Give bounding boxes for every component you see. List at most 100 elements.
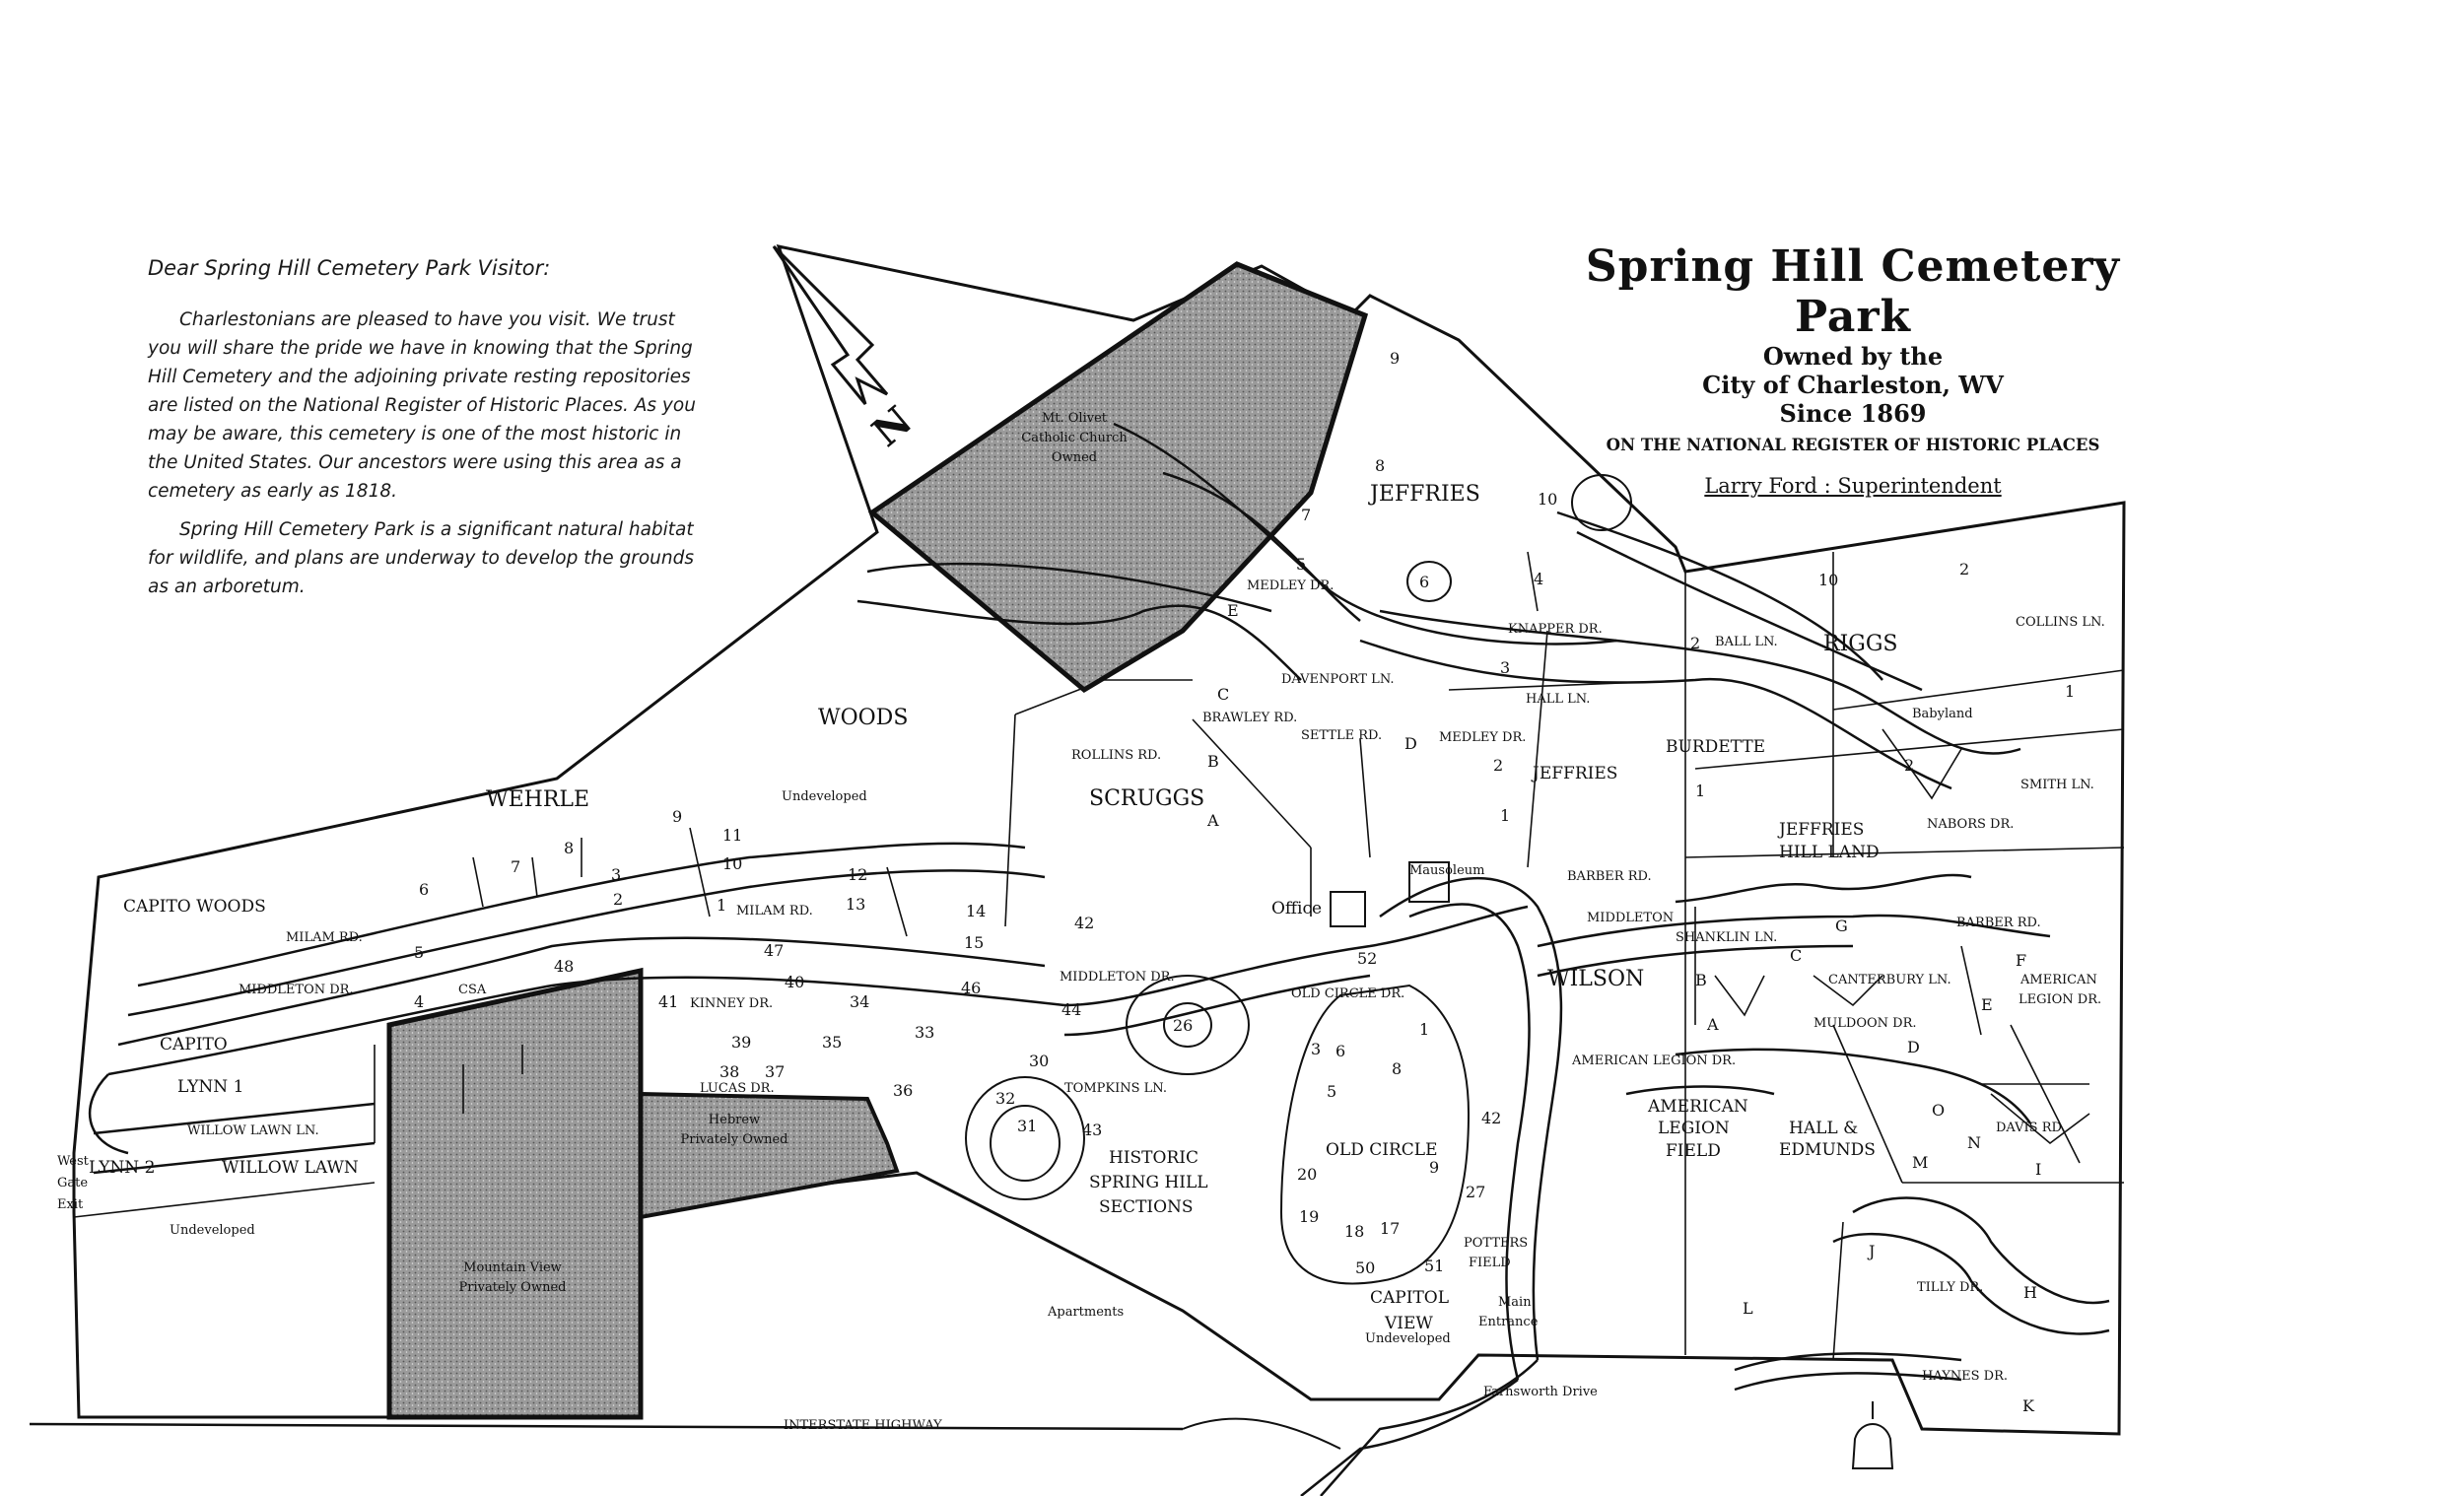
road-label: MILAM RD. <box>286 930 363 945</box>
capitol-dome-icon <box>1851 1401 1894 1469</box>
road-label: DAVENPORT LN. <box>1281 672 1395 687</box>
section-number: 27 <box>1466 1183 1485 1201</box>
section-number: 7 <box>511 857 520 876</box>
section-label: RIGGS <box>1823 632 1897 656</box>
road-label: KINNEY DR. <box>690 996 773 1011</box>
road-label: HALL LN. <box>1526 692 1590 707</box>
place-label: Undeveloped <box>782 789 867 804</box>
section-label: BURDETTE <box>1666 737 1765 757</box>
section-number: 31 <box>1017 1117 1037 1135</box>
mt-olivet-label-2: Catholic Church <box>1021 431 1128 445</box>
section-numbers: 9 8 10 7 5 6 4 3 2 10 2 1 2 2 1 1 9 11 1… <box>414 349 2075 1277</box>
place-label: West <box>57 1154 90 1169</box>
circle-features <box>965 474 1632 1285</box>
section-number: 42 <box>1074 914 1094 932</box>
superintendent-text: Larry Ford : Superintendent <box>1704 474 2002 498</box>
road-label: MEDLEY DR. <box>1247 578 1334 593</box>
road-label: MIDDLETON <box>1587 911 1674 925</box>
section-lines <box>73 551 2125 1361</box>
section-label: LYNN 2 <box>89 1158 155 1178</box>
section-number: 13 <box>846 895 865 914</box>
section-number: 9 <box>1429 1158 1439 1177</box>
section-number: 10 <box>722 854 742 873</box>
section-number: 35 <box>822 1033 842 1052</box>
mt-olivet-label-1: Mt. Olivet <box>1042 411 1108 426</box>
section-letter: C <box>1790 946 1802 965</box>
section-letter: A <box>1206 811 1219 830</box>
place-label: Exit <box>57 1197 84 1212</box>
road-label: Farnsworth Drive <box>1483 1385 1598 1399</box>
place-label: Office <box>1271 899 1322 918</box>
section-number: 3 <box>1311 1040 1321 1058</box>
section-letter: H <box>2023 1283 2037 1302</box>
mountain-view-label-1: Mountain View <box>463 1260 562 1275</box>
place-label: FIELD <box>1469 1256 1511 1270</box>
road-label: BALL LN. <box>1715 635 1778 649</box>
section-number: 52 <box>1357 949 1377 968</box>
section-label: JEFFRIES <box>1777 820 1864 840</box>
road-label: TOMPKINS LN. <box>1064 1081 1167 1096</box>
mountain-view-label-2: Privately Owned <box>459 1280 567 1295</box>
section-number: 1 <box>1500 806 1510 825</box>
place-label: CSA <box>458 983 487 997</box>
section-number: 51 <box>1424 1257 1444 1275</box>
section-number: 8 <box>1375 456 1385 475</box>
section-number: 46 <box>961 979 981 997</box>
visitor-letter: Dear Spring Hill Cemetery Park Visitor: … <box>148 256 710 611</box>
section-letter: M <box>1912 1153 1928 1172</box>
place-label: Apartments <box>1047 1305 1124 1320</box>
section-letter: E <box>1981 995 1993 1014</box>
section-label: WILLOW LAWN <box>222 1158 359 1178</box>
sub-section-letters: E C B A D G F C B A E D O N M I J L H K <box>1206 601 2041 1415</box>
place-label: Undeveloped <box>1365 1331 1451 1346</box>
section-letter: B <box>1695 971 1707 989</box>
section-number: 10 <box>1538 490 1557 509</box>
road-label: CANTERBURY LN. <box>1828 973 1951 987</box>
section-letter: D <box>1907 1038 1920 1056</box>
section-number: 2 <box>1904 756 1914 775</box>
section-number: 1 <box>2065 682 2075 701</box>
section-number: 40 <box>785 973 804 991</box>
section-number: 18 <box>1344 1222 1364 1241</box>
section-label: SCRUGGS <box>1089 786 1204 811</box>
section-number: 43 <box>1082 1121 1102 1139</box>
section-label: JEFFRIES <box>1531 764 1617 783</box>
section-number: 9 <box>1390 349 1400 368</box>
section-number: 1 <box>1695 782 1705 800</box>
interstate-highway <box>29 1422 1184 1431</box>
place-label: POTTERS <box>1464 1236 1528 1251</box>
section-label: CAPITOL <box>1370 1288 1449 1308</box>
road-label: TILLY DR. <box>1917 1280 1983 1295</box>
section-letter: A <box>1706 1015 1719 1034</box>
section-label: HALL & <box>1789 1119 1858 1138</box>
section-label: FIELD <box>1666 1141 1721 1161</box>
section-number: 11 <box>722 826 742 845</box>
place-label: Mausoleum <box>1409 863 1484 878</box>
section-number: 38 <box>719 1062 739 1081</box>
section-number: 10 <box>1818 571 1838 589</box>
hebrew-area <box>639 1091 900 1220</box>
section-letter: C <box>1217 685 1229 704</box>
section-letter: J <box>1867 1242 1875 1260</box>
road-label: SETTLE RD. <box>1301 728 1382 743</box>
section-number: 6 <box>419 880 429 899</box>
road-label: KNAPPER DR. <box>1508 622 1603 637</box>
road-label: ROLLINS RD. <box>1071 748 1161 763</box>
section-number: 19 <box>1299 1207 1319 1226</box>
section-letter: I <box>2035 1160 2041 1179</box>
mt-olivet-area <box>867 261 1369 694</box>
section-number: 5 <box>1296 555 1306 574</box>
place-label: Entrance <box>1478 1315 1539 1329</box>
section-label: CAPITO WOODS <box>123 897 266 917</box>
section-label: HISTORIC <box>1109 1148 1198 1168</box>
section-label: WOODS <box>818 706 908 730</box>
road-label: NABORS DR. <box>1927 817 2014 832</box>
section-label: LEGION <box>1658 1119 1730 1138</box>
road-label: COLLINS LN. <box>2016 615 2105 630</box>
section-label: HILL LAND <box>1779 843 1880 862</box>
interstate-ramp <box>1182 1417 1341 1450</box>
section-label: LYNN 1 <box>177 1077 243 1097</box>
road-label: MEDLEY DR. <box>1439 730 1526 745</box>
section-number: 9 <box>672 807 682 826</box>
north-label: N <box>863 397 921 456</box>
